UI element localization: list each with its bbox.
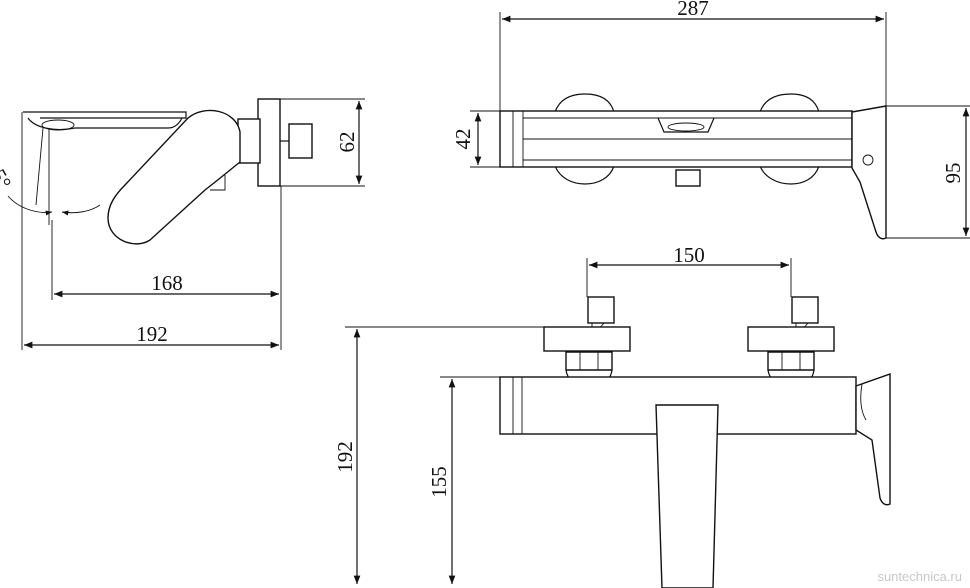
front-nut-right bbox=[767, 351, 815, 371]
side-spout-top bbox=[23, 111, 187, 119]
side-angle-label: 5° bbox=[0, 165, 16, 193]
side-spout-body bbox=[107, 109, 241, 245]
dim-62: 62 bbox=[335, 132, 359, 153]
dim-95: 95 bbox=[941, 163, 965, 184]
dim-155: 155 bbox=[427, 466, 451, 498]
top-diverter bbox=[675, 169, 701, 187]
front-spout bbox=[655, 404, 719, 588]
side-wall-flange bbox=[257, 98, 281, 187]
front-handle-right bbox=[791, 296, 819, 324]
side-connector bbox=[237, 118, 261, 164]
dim-287: 287 bbox=[677, 0, 709, 20]
dim-168: 168 bbox=[151, 271, 183, 295]
front-flange-right bbox=[747, 326, 835, 352]
dim-150: 150 bbox=[673, 243, 705, 267]
watermark: suntechnica.ru bbox=[877, 569, 962, 584]
front-handle-left bbox=[587, 296, 615, 324]
front-view: 150 192 155 bbox=[333, 243, 891, 588]
dim-192-side: 192 bbox=[136, 322, 168, 346]
dim-42: 42 bbox=[451, 129, 475, 150]
top-handle-right-top bbox=[759, 93, 820, 113]
front-nut-left bbox=[565, 351, 613, 371]
front-flange-left bbox=[543, 326, 631, 352]
side-handle-stub bbox=[288, 123, 313, 159]
side-view: 5° 168 192 62 bbox=[0, 98, 365, 350]
top-lever bbox=[851, 105, 887, 240]
top-handle-left-top bbox=[554, 93, 615, 113]
side-outlet bbox=[41, 119, 75, 131]
front-lever bbox=[855, 373, 891, 506]
dim-192-front: 192 bbox=[333, 441, 357, 473]
top-view: 287 42 95 bbox=[451, 0, 970, 240]
top-spout-outlet bbox=[657, 117, 715, 133]
